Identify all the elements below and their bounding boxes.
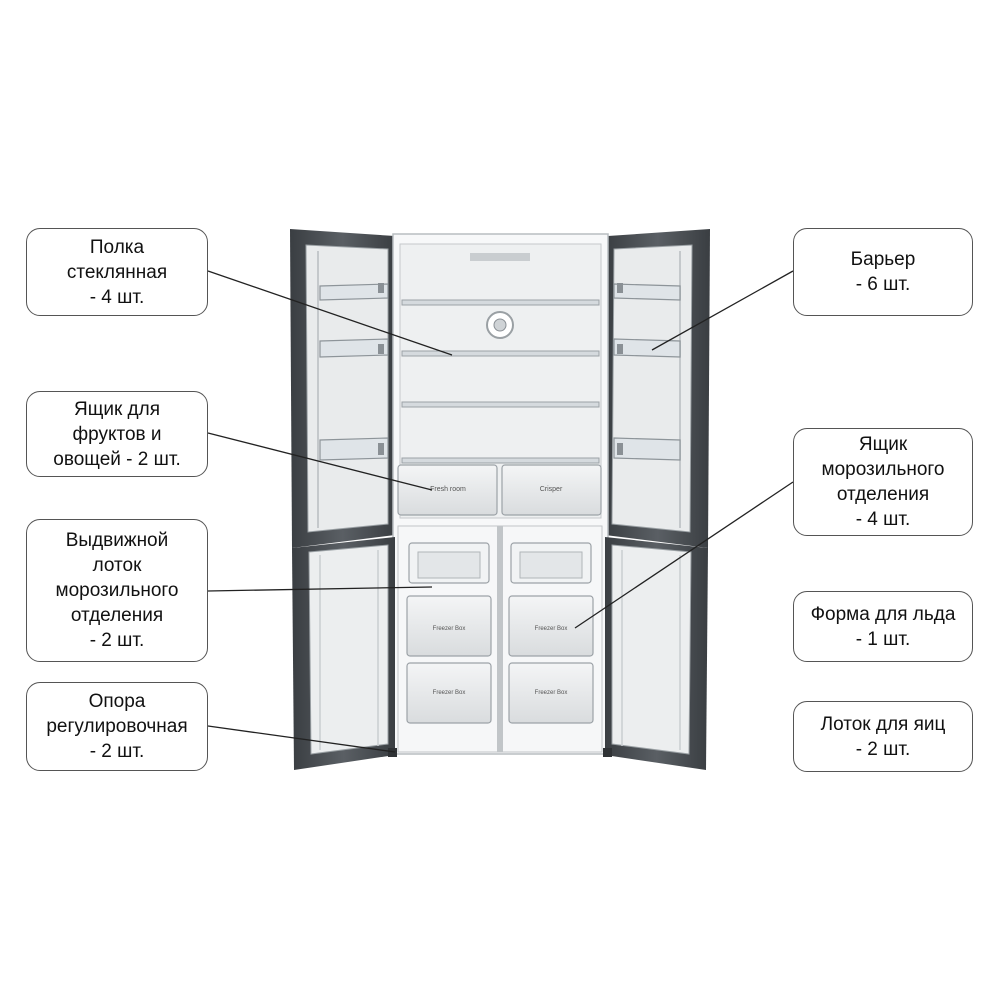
callout-glass-shelf: Полка стеклянная - 4 шт. [26, 228, 208, 316]
callout-ice-tray: Форма для льда - 1 шт. [793, 591, 973, 662]
fresh-room-label: Fresh room [430, 486, 466, 493]
callout-egg-tray: Лоток для яиц - 2 шт. [793, 701, 973, 772]
leader-lines [207, 270, 794, 753]
right-adjustable-foot [603, 748, 612, 757]
callout-freezer-tray: Выдвижной лоток морозильного отделения -… [26, 519, 208, 662]
leader-barrier [651, 270, 794, 351]
callout-barrier: Барьер - 6 шт. [793, 228, 973, 316]
upper-left-door [290, 229, 395, 548]
callout-crisper-box: Ящик для фруктов и овощей - 2 шт. [26, 391, 208, 477]
freezer-box-label-4: Freezer Box [535, 690, 568, 696]
upper-right-door [605, 229, 710, 548]
crisper-label: Crisper [540, 486, 563, 493]
callout-freezer-box: Ящик морозильного отделения - 4 шт. [793, 428, 973, 536]
leader-adjust-foot [207, 725, 396, 753]
upper-left-door-bins [319, 283, 389, 461]
freezer-box-label-1: Freezer Box [433, 626, 466, 632]
leader-glass-shelf [207, 270, 453, 356]
leader-freezer-tray [207, 586, 433, 592]
freezer-section: Freezer Box Freezer Box Freezer Box Free… [397, 525, 603, 753]
freezer-box-label-3: Freezer Box [433, 690, 466, 696]
glass-shelves [401, 299, 600, 464]
leader-crisper-box [207, 432, 433, 491]
lower-left-door [292, 537, 397, 770]
crisper-drawers: Fresh room Crisper [397, 464, 602, 516]
callout-adjust-foot: Опора регулировочная - 2 шт. [26, 682, 208, 771]
left-adjustable-foot [388, 748, 397, 757]
leader-freezer-box [574, 481, 794, 629]
freezer-box-label-2: Freezer Box [535, 626, 568, 632]
lower-right-door [603, 537, 708, 770]
